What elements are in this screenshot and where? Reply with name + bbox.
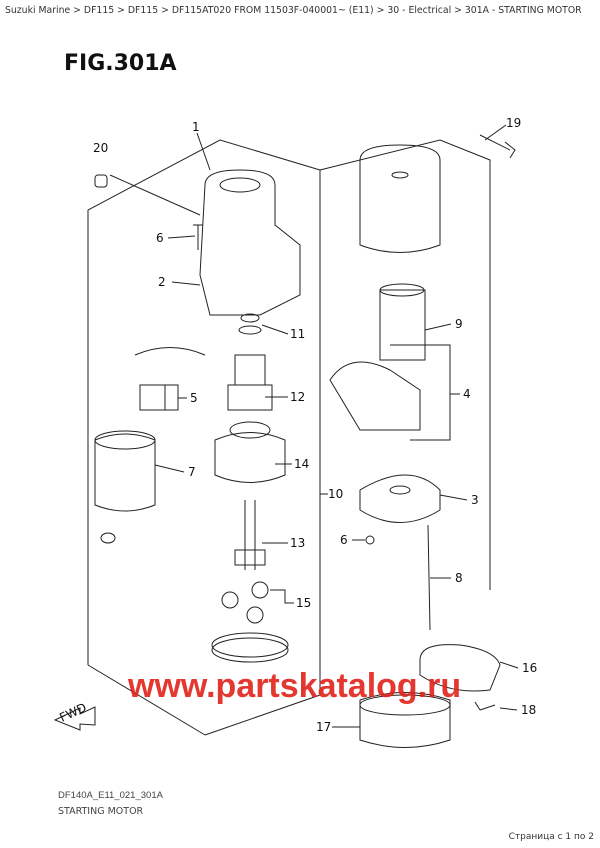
figure-title: FIG.301A <box>64 51 177 76</box>
assembly-outline <box>87 139 321 665</box>
part-3-bracket <box>359 474 441 523</box>
fwd-arrow <box>53 706 96 731</box>
callout-13[interactable]: 13 <box>290 536 305 550</box>
pagination: Страница с 1 по 2 <box>508 832 594 842</box>
part-12-gear <box>227 354 273 411</box>
callout-8[interactable]: 8 <box>455 571 463 585</box>
callout-14[interactable]: 14 <box>294 457 309 471</box>
part-6-bolt <box>193 224 203 250</box>
callout-19[interactable]: 19 <box>506 116 521 130</box>
part-20-sleeve <box>94 174 108 188</box>
callout-16[interactable]: 16 <box>522 661 537 675</box>
part-yoke <box>359 144 441 253</box>
part-13-shaft <box>234 500 266 570</box>
callout-15[interactable]: 15 <box>296 596 311 610</box>
callout-18[interactable]: 18 <box>521 703 536 717</box>
callout-6b[interactable]: 6 <box>340 533 348 547</box>
callout-12[interactable]: 12 <box>290 390 305 404</box>
assembly-outline-right <box>319 139 491 590</box>
callouts: 1 19 20 6 2 11 9 5 12 4 7 14 10 3 6 13 8… <box>93 116 537 734</box>
part-brush-holder <box>329 361 421 431</box>
callout-9[interactable]: 9 <box>455 317 463 331</box>
part-7-solenoid <box>94 433 156 512</box>
part-5-plates <box>134 347 206 411</box>
part-17-cover <box>359 692 451 748</box>
part-18-screw <box>474 701 496 711</box>
callout-6[interactable]: 6 <box>156 231 164 245</box>
callout-4[interactable]: 4 <box>463 387 471 401</box>
fwd-label: FWD <box>57 700 88 725</box>
part-9-armature <box>379 289 426 361</box>
breadcrumb[interactable]: Suzuki Marine > DF115 > DF115 > DF115AT0… <box>5 5 582 16</box>
callout-7[interactable]: 7 <box>188 465 196 479</box>
watermark: www.partskatalog.ru <box>127 667 461 705</box>
part-1-housing <box>199 169 301 316</box>
part-16-clamp <box>419 644 501 692</box>
callout-5[interactable]: 5 <box>190 391 198 405</box>
diagram-name: STARTING MOTOR <box>58 806 144 817</box>
part-19-bolt <box>479 134 516 159</box>
callout-3[interactable]: 3 <box>471 493 479 507</box>
callout-17[interactable]: 17 <box>316 720 331 734</box>
callout-1[interactable]: 1 <box>192 120 200 134</box>
callout-10[interactable]: 10 <box>328 487 343 501</box>
part-ring <box>211 632 289 658</box>
callout-20[interactable]: 20 <box>93 141 108 155</box>
callout-2[interactable]: 2 <box>158 275 166 289</box>
callout-11[interactable]: 11 <box>290 327 305 341</box>
diagram-code: DF140A_E11_021_301A <box>58 790 163 801</box>
part-14-clutch <box>214 432 286 483</box>
